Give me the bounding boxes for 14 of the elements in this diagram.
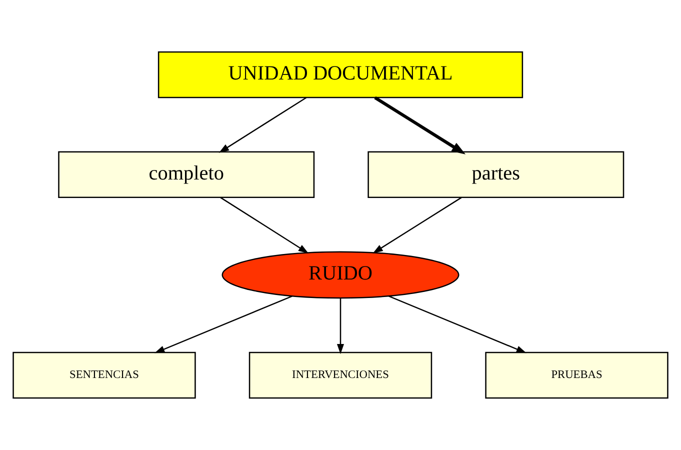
node-box: SENTENCIAS (12, 352, 196, 399)
arrow (336, 298, 344, 354)
arrow (372, 197, 462, 254)
node-box: completo (58, 151, 315, 198)
arrow (220, 197, 309, 254)
node-box: PRUEBAS (485, 352, 668, 399)
node-box: UNIDAD DOCUMENTAL (158, 51, 524, 98)
node-ellipse: RUIDO (222, 251, 460, 299)
arrow (218, 97, 307, 153)
node-box: partes (368, 151, 624, 198)
arrow (374, 96, 466, 154)
node-box: INTERVENCIONES (248, 352, 432, 399)
arrow (154, 296, 292, 354)
arrow (388, 296, 527, 354)
